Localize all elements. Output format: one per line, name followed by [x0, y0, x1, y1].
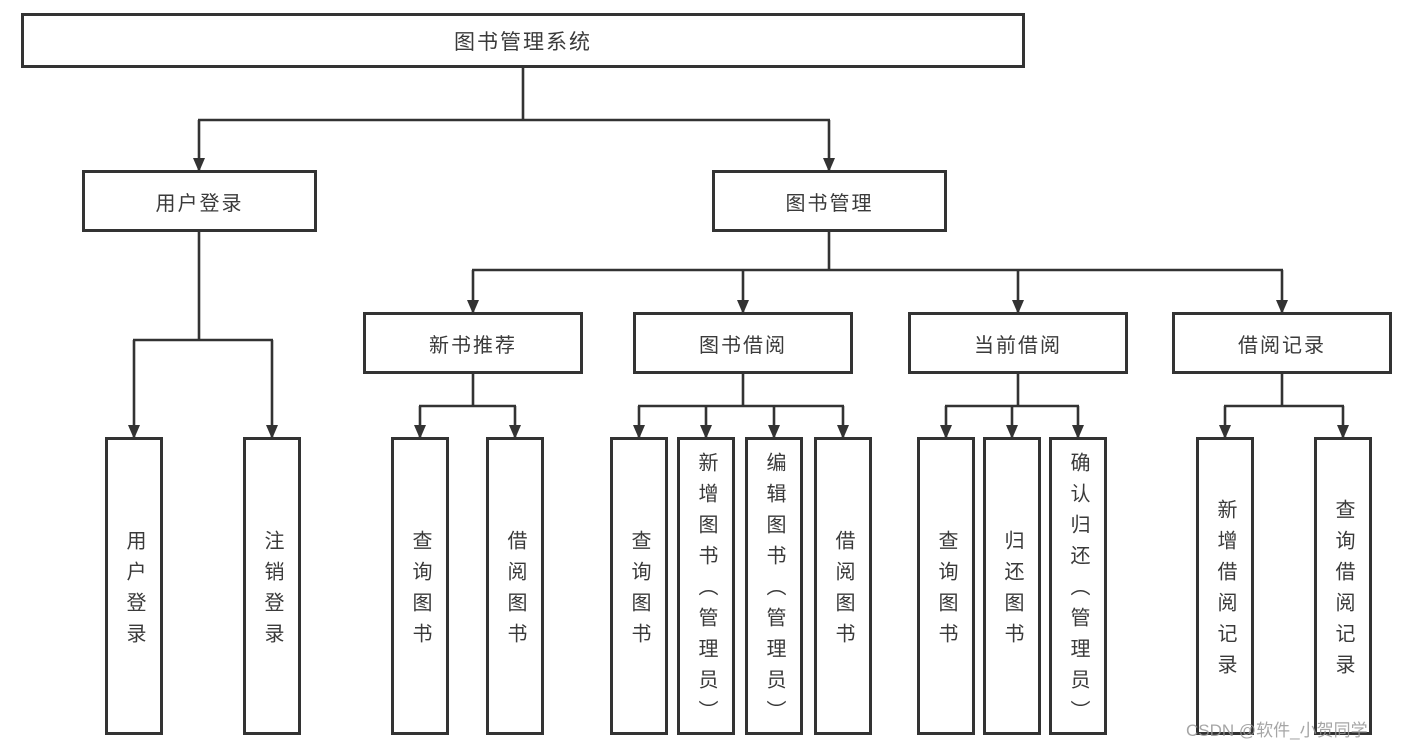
node-label: 新书推荐	[429, 334, 517, 357]
leaf-label: 借阅图书	[504, 529, 526, 654]
leaf-return-book: 归还图书	[983, 437, 1041, 735]
leaf-borrow-query-book: 查询图书	[610, 437, 668, 735]
node-book-management: 图书管理	[712, 170, 947, 232]
leaf-confirm-return-admin: 确认归还（管理员）	[1049, 437, 1107, 735]
node-label: 借阅记录	[1238, 334, 1326, 357]
node-label: 图书管理系统	[454, 30, 592, 54]
leaf-label: 注销登录	[261, 529, 283, 654]
leaf-label: 新增图书（管理员）	[695, 452, 717, 731]
leaf-label: 借阅图书	[832, 529, 854, 654]
node-new-book-recommend: 新书推荐	[363, 312, 583, 374]
node-current-borrow: 当前借阅	[908, 312, 1128, 374]
leaf-borrow-book: 借阅图书	[814, 437, 872, 735]
leaf-label: 查询图书	[628, 529, 650, 654]
leaf-add-borrow-record: 新增借阅记录	[1196, 437, 1254, 735]
leaf-label: 新增借阅记录	[1214, 498, 1236, 685]
node-label: 用户登录	[155, 192, 244, 215]
leaf-label: 用户登录	[123, 529, 145, 654]
leaf-label: 查询图书	[935, 529, 957, 654]
leaf-label: 查询图书	[409, 529, 431, 654]
node-label: 图书管理	[785, 192, 874, 215]
csdn-watermark: CSDN @软件_小贺同学	[1186, 721, 1368, 740]
node-user-login: 用户登录	[82, 170, 317, 232]
node-borrow-record: 借阅记录	[1172, 312, 1392, 374]
leaf-recommend-query-book: 查询图书	[391, 437, 449, 735]
leaf-label: 归还图书	[1001, 529, 1023, 654]
leaf-current-query-book: 查询图书	[917, 437, 975, 735]
leaf-logout: 注销登录	[243, 437, 301, 735]
node-label: 当前借阅	[974, 334, 1062, 357]
leaf-recommend-borrow-book: 借阅图书	[486, 437, 544, 735]
node-book-borrow: 图书借阅	[633, 312, 853, 374]
leaf-edit-book-admin: 编辑图书（管理员）	[745, 437, 803, 735]
leaf-label: 确认归还（管理员）	[1067, 452, 1089, 731]
node-label: 图书借阅	[699, 334, 787, 357]
node-root-system: 图书管理系统	[21, 13, 1025, 68]
leaf-add-book-admin: 新增图书（管理员）	[677, 437, 735, 735]
leaf-user-login: 用户登录	[105, 437, 163, 735]
leaf-query-borrow-record: 查询借阅记录	[1314, 437, 1372, 735]
leaf-label: 查询借阅记录	[1332, 498, 1354, 685]
leaf-label: 编辑图书（管理员）	[763, 452, 785, 731]
